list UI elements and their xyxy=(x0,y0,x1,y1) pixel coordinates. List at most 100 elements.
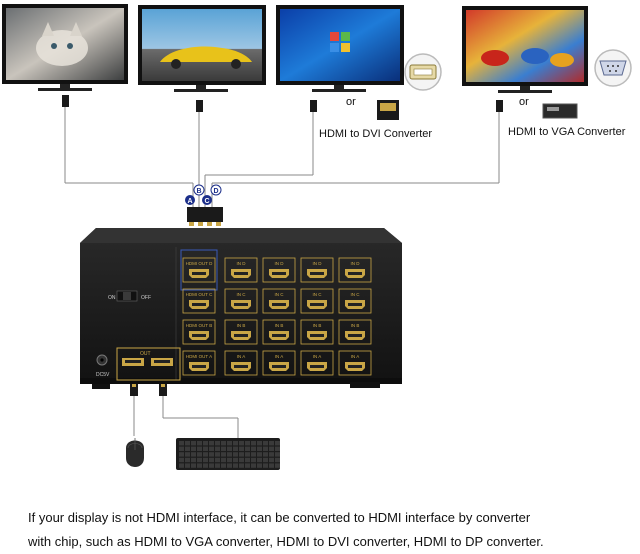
keyboard-key xyxy=(191,452,196,457)
hdmi-in-port-frame xyxy=(300,319,334,345)
marker-a-text: A xyxy=(187,198,192,205)
keyboard-key xyxy=(269,452,274,457)
switch-off-text: OFF xyxy=(141,295,151,301)
keyboard-key xyxy=(185,463,190,468)
power-label: DC5V xyxy=(96,372,110,378)
keyboard-key xyxy=(257,441,262,446)
hdmi-port-slot xyxy=(348,303,362,306)
keyboard-key xyxy=(257,463,262,468)
keyboard-key xyxy=(221,446,226,451)
keyboard-key xyxy=(233,441,238,446)
dvi-port-icon xyxy=(404,53,442,91)
usb-plugs xyxy=(130,384,167,396)
hdmi-out-label: HDMI OUT D xyxy=(186,261,213,266)
hdmi-in-port-frame xyxy=(262,350,296,376)
vga-converter-label: HDMI to VGA Converter xyxy=(508,126,626,138)
keyboard-key xyxy=(179,441,184,446)
hdmi-in-label: IN C xyxy=(313,292,323,297)
keyboard-key xyxy=(269,457,274,463)
keyboard-key xyxy=(227,457,232,463)
hdmi-in-label: IN B xyxy=(237,323,246,328)
hdmi-out-port-frame xyxy=(182,257,216,283)
hdmi-port-slot xyxy=(234,334,248,337)
keyboard-key xyxy=(179,457,184,463)
hdmi-port-slot xyxy=(272,365,286,368)
keyboard-key xyxy=(239,452,244,457)
hdmi-out-label: HDMI OUT B xyxy=(186,323,212,328)
monitor-windows xyxy=(276,5,404,92)
keyboard-key xyxy=(257,446,262,451)
hdmi-in-label: IN B xyxy=(313,323,322,328)
keyboard-key xyxy=(179,452,184,457)
dc-power-jack[interactable] xyxy=(96,354,108,366)
hdmi-out-port-frame xyxy=(182,319,216,345)
keyboard-key xyxy=(263,446,268,451)
monitor-cat xyxy=(2,4,128,91)
keyboard-key xyxy=(233,463,238,468)
caption-line-1: If your display is not HDMI interface, i… xyxy=(28,510,531,525)
hdmi-port-slot xyxy=(234,365,248,368)
keyboard-key xyxy=(197,452,202,457)
hdmi-port-slot xyxy=(192,334,206,337)
keyboard-key xyxy=(227,463,232,468)
keyboard-key xyxy=(233,457,238,463)
keyboard-key xyxy=(203,446,208,451)
keyboard-key xyxy=(209,452,214,457)
monitor-cars xyxy=(462,6,588,93)
keyboard-key xyxy=(251,452,256,457)
keyboard-key xyxy=(221,457,226,463)
hdmi-out-label: HDMI OUT C xyxy=(186,292,213,297)
keyboard-key xyxy=(197,446,202,451)
marker-d-text: D xyxy=(213,188,218,195)
monitor-plugs xyxy=(62,95,503,112)
hdmi-port-slot xyxy=(272,303,286,306)
hdmi-in-label: IN C xyxy=(275,292,285,297)
keyboard-key xyxy=(275,446,280,451)
vga-converter-icon xyxy=(542,103,578,119)
caption-line-2: with chip, such as HDMI to VGA converter… xyxy=(28,534,544,549)
keyboard-key xyxy=(239,446,244,451)
hdmi-port-slot xyxy=(272,334,286,337)
car-screen-image xyxy=(142,9,262,81)
keyboard-key xyxy=(185,457,190,463)
hdmi-port-slot xyxy=(272,272,286,275)
hdmi-in-label: IN C xyxy=(237,292,247,297)
keyboard-key xyxy=(203,457,208,463)
hdmi-port-slot xyxy=(310,365,324,368)
switch-on-text: ON xyxy=(108,295,116,301)
keyboard-key xyxy=(185,452,190,457)
keyboard-key xyxy=(233,446,238,451)
hdmi-in-port-frame xyxy=(300,288,334,314)
keyboard-key xyxy=(221,463,226,468)
keyboard-key xyxy=(221,441,226,446)
hdmi-in-label: IN D xyxy=(275,261,285,266)
hdmi-in-port-frame xyxy=(338,257,372,283)
hdmi-in-port-frame xyxy=(262,288,296,314)
keyboard-key xyxy=(215,452,220,457)
keyboard-key xyxy=(197,457,202,463)
keyboard-key xyxy=(209,463,214,468)
hdmi-out-port-frame xyxy=(182,350,216,376)
bundle-plugs xyxy=(187,207,223,226)
marker-b: B xyxy=(193,184,205,196)
hdmi-in-port-frame xyxy=(262,319,296,345)
keyboard-key xyxy=(263,463,268,468)
vga-port-icon xyxy=(594,49,632,87)
power-switch[interactable] xyxy=(116,290,138,302)
hdmi-in-label: IN D xyxy=(237,261,247,266)
hdmi-in-label: IN A xyxy=(237,354,246,359)
marker-d: D xyxy=(210,184,222,196)
mouse-icon xyxy=(126,438,144,467)
keyboard-key xyxy=(257,457,262,463)
keyboard-key xyxy=(245,463,250,468)
keyboard-key xyxy=(257,452,262,457)
hdmi-in-port-frame xyxy=(338,350,372,376)
keyboard-key xyxy=(227,446,232,451)
keyboard-key xyxy=(245,446,250,451)
keyboard-key xyxy=(269,446,274,451)
keyboard-key xyxy=(251,446,256,451)
keyboard-key xyxy=(263,452,268,457)
monitor-car xyxy=(138,5,266,92)
windows-screen-image xyxy=(280,9,400,81)
hdmi-port-slot xyxy=(310,303,324,306)
